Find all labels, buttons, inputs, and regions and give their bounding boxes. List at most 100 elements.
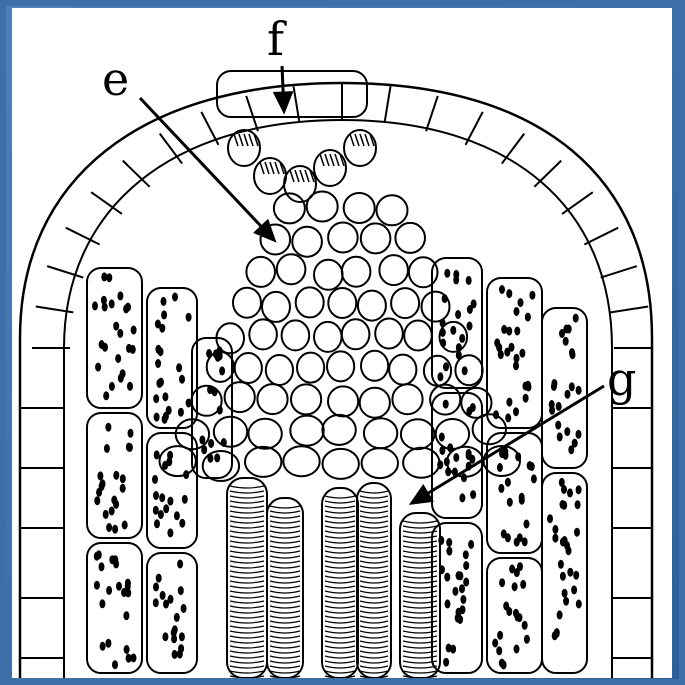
granule	[524, 635, 530, 644]
granule	[493, 410, 499, 419]
spiral-thickening	[325, 571, 355, 573]
granule	[572, 439, 578, 448]
spiral-thickening	[230, 646, 264, 648]
granule	[453, 270, 459, 279]
spiral-thickening	[403, 521, 437, 523]
granule	[456, 571, 462, 580]
spiral-thickening	[325, 551, 355, 553]
spiral-thickening	[270, 626, 300, 628]
parenchyma-cell	[262, 292, 290, 322]
parenchyma-cell	[379, 255, 408, 285]
epidermis-wall	[66, 228, 100, 245]
granule	[166, 457, 172, 466]
spiral-thickening	[230, 511, 264, 513]
spiral-thickening	[325, 661, 355, 663]
granule	[498, 484, 504, 493]
initial-hatch	[234, 134, 238, 146]
arrow-f-head	[275, 93, 291, 111]
spiral-thickening	[270, 646, 300, 648]
granule	[174, 613, 180, 622]
granule	[206, 349, 212, 358]
parenchyma-cell	[377, 195, 408, 225]
spiral-thickening	[325, 636, 355, 638]
granule	[167, 528, 173, 537]
spiral-thickening	[360, 581, 388, 583]
granule	[466, 451, 472, 460]
parenchyma-cell	[214, 417, 247, 447]
spiral-thickening	[325, 511, 355, 513]
granule	[171, 634, 177, 643]
granule	[439, 433, 445, 442]
parenchyma-cell	[266, 355, 293, 385]
granule	[506, 398, 512, 407]
spiral-thickening	[230, 631, 264, 633]
spiral-thickening	[325, 566, 355, 568]
spiral-thickening	[270, 641, 300, 643]
granule	[523, 394, 529, 403]
spiral-thickening	[360, 591, 388, 593]
initial-hatch	[270, 162, 274, 174]
granule	[463, 578, 469, 587]
initial-hatch	[300, 170, 304, 182]
granule	[92, 301, 98, 310]
initial-hatch	[305, 170, 309, 182]
epidermis-wall	[584, 228, 618, 245]
parenchyma-cell	[342, 319, 370, 349]
spiral-thickening	[230, 666, 264, 668]
granule	[105, 639, 111, 648]
granule	[497, 631, 503, 640]
granule	[446, 547, 452, 556]
spiral-thickening	[270, 541, 300, 543]
granule	[567, 568, 573, 577]
parenchyma-cell	[314, 260, 343, 290]
initial-hatch	[260, 162, 264, 174]
granule	[109, 382, 115, 391]
granule	[217, 346, 223, 355]
granule	[575, 500, 581, 509]
granule	[199, 435, 205, 444]
granule	[460, 605, 466, 614]
spiral-thickening	[325, 641, 355, 643]
parenchyma-cell	[389, 355, 416, 385]
granule	[446, 538, 452, 547]
spiral-thickening	[270, 591, 300, 593]
parenchyma-cell	[225, 382, 255, 412]
granule	[459, 334, 465, 343]
spiral-thickening	[325, 611, 355, 613]
granule	[459, 584, 465, 593]
initial-hatch	[244, 134, 248, 146]
root-tip-illustration	[12, 8, 672, 678]
granule	[172, 650, 178, 659]
spiral-thickening	[360, 656, 388, 658]
granule	[571, 585, 577, 594]
label-g: g	[607, 356, 636, 402]
spiral-thickening	[270, 616, 300, 618]
granule	[443, 658, 449, 667]
granule	[463, 561, 469, 570]
granule	[561, 485, 567, 494]
granule	[178, 408, 184, 417]
granule	[525, 381, 531, 390]
granule	[440, 339, 446, 348]
granule	[160, 591, 166, 600]
granule	[574, 528, 580, 537]
granule	[174, 511, 180, 520]
epidermis-wall	[246, 96, 258, 131]
spiral-thickening	[360, 611, 388, 613]
epidermis-wall	[465, 112, 482, 145]
spiral-thickening	[230, 611, 264, 613]
spiral-thickening	[360, 571, 388, 573]
granule	[461, 473, 467, 482]
granule	[514, 645, 520, 654]
granule	[207, 454, 213, 463]
spiral-thickening	[230, 556, 264, 558]
spiral-thickening	[230, 671, 264, 673]
granule	[554, 628, 560, 637]
initial-hatch	[350, 134, 354, 146]
parenchyma-cell	[375, 319, 403, 349]
spiral-thickening	[230, 596, 264, 598]
spiral-thickening	[230, 491, 264, 493]
granule	[549, 400, 555, 409]
granule	[563, 337, 569, 346]
granule	[125, 303, 131, 312]
